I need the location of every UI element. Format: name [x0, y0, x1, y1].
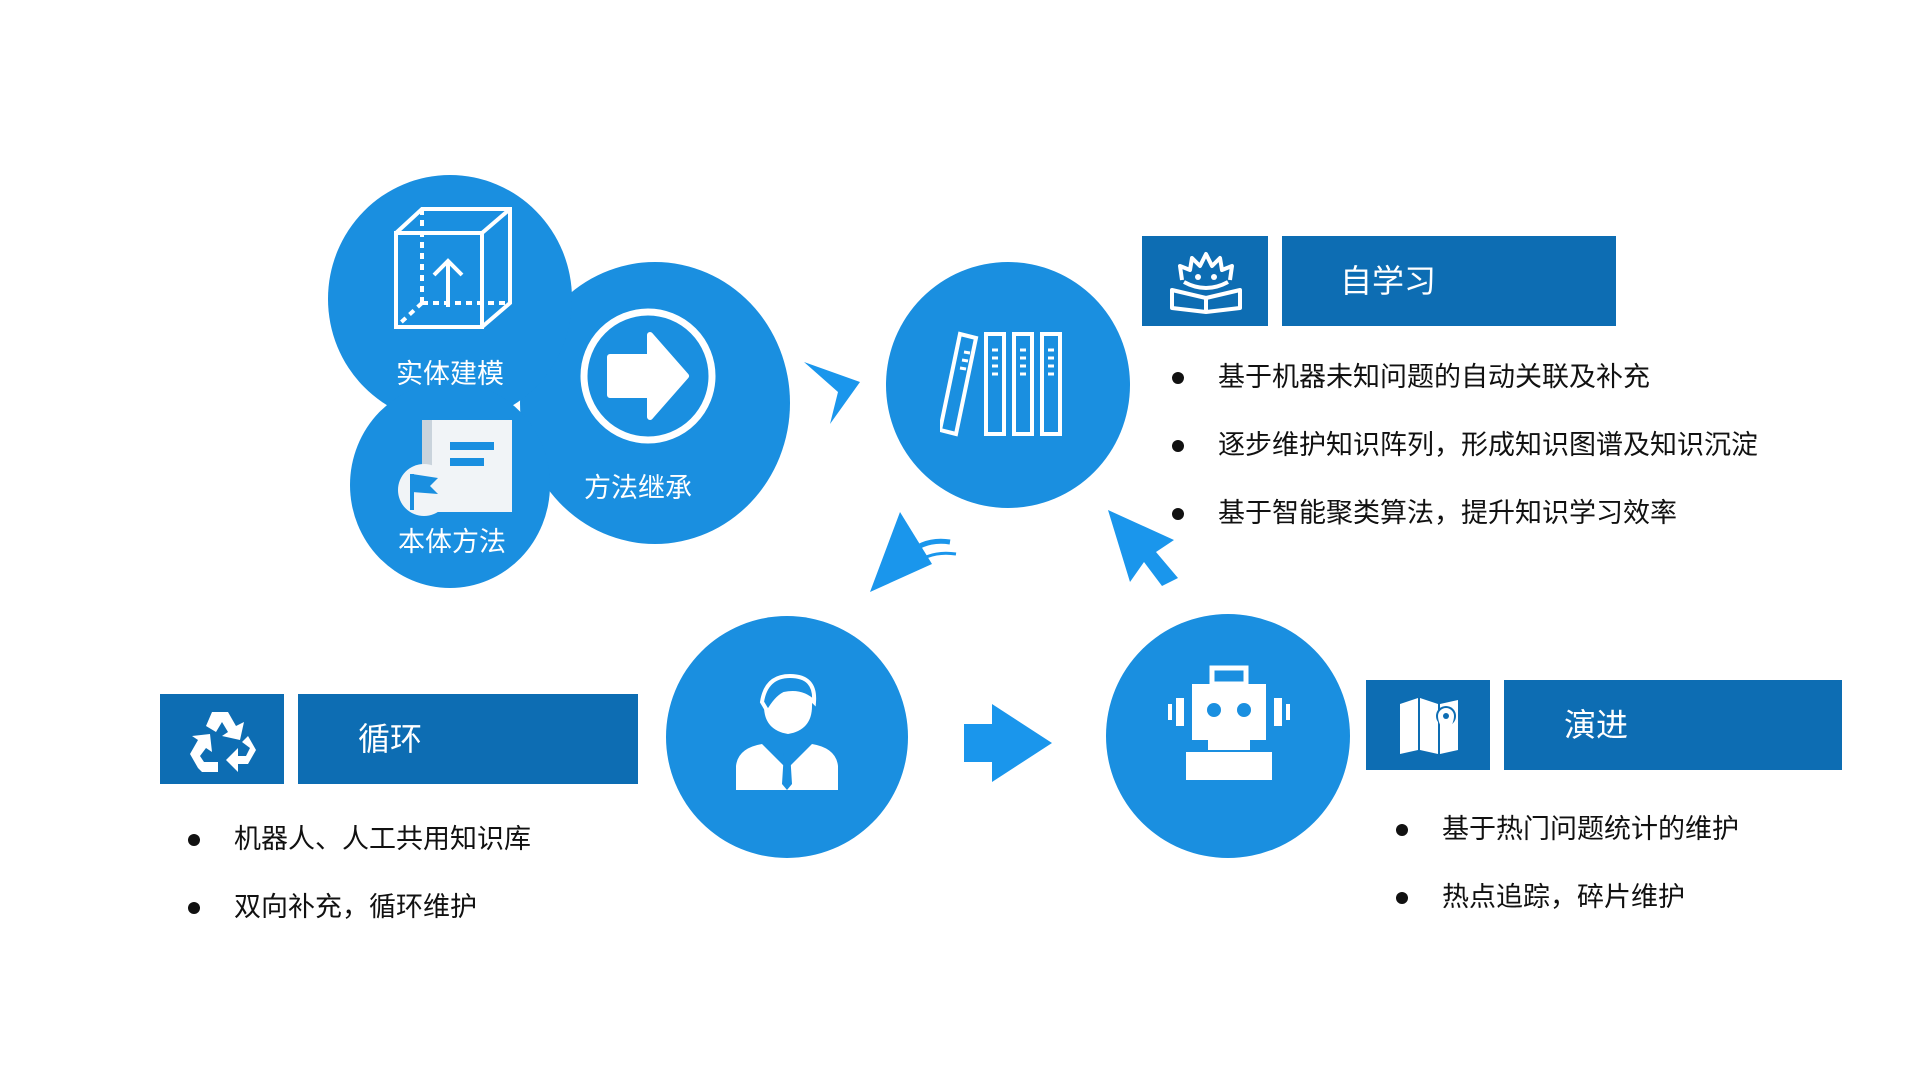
person-suit-icon — [732, 672, 842, 794]
cycle-bullet-1: 机器人、人工共用知识库 — [188, 820, 531, 860]
evolution-bullet-1: 基于热门问题统计的维护 — [1396, 810, 1739, 850]
cycle-icon-box — [160, 694, 298, 784]
cycle-title: 循环 — [358, 720, 423, 758]
self-learning-bullets: 基于机器未知问题的自动关联及补充 逐步维护知识阵列，形成知识图谱及知识沉淀 基于… — [1172, 358, 1758, 534]
evolution-icon-box — [1366, 680, 1504, 770]
self-learning-icon-box — [1142, 236, 1282, 326]
map-pin-icon — [1398, 694, 1460, 756]
arrow-up-left-icon — [1104, 506, 1184, 590]
self-learning-bullet-3: 基于智能聚类算法，提升知识学习效率 — [1172, 494, 1758, 534]
arrow-right-circle-icon — [578, 305, 718, 447]
ontology-method-label: 本体方法 — [398, 527, 506, 558]
arrow-right-icon — [962, 702, 1054, 784]
book-flag-icon — [392, 414, 522, 524]
self-learning-title: 自学习 — [1340, 262, 1437, 300]
chevron-arrow-icon — [800, 358, 870, 428]
robot-icon — [1168, 664, 1290, 784]
cycle-bullet-2: 双向补充，循环维护 — [188, 888, 531, 928]
arrow-down-left-icon — [866, 508, 974, 594]
evolution-banner: 演进 — [1366, 680, 1842, 770]
self-learning-circle — [886, 262, 1130, 508]
cycle-circle — [666, 616, 908, 858]
cube-upload-icon — [390, 205, 516, 333]
recycle-icon — [186, 706, 262, 776]
bookshelf-icon — [940, 328, 1076, 440]
evolution-bullets: 基于热门问题统计的维护 热点追踪，碎片维护 — [1396, 810, 1739, 918]
method-inheritance-label: 方法继承 — [584, 473, 692, 504]
evolution-title: 演进 — [1564, 706, 1629, 744]
self-learning-bullet-1: 基于机器未知问题的自动关联及补充 — [1172, 358, 1758, 398]
reading-mascot-icon — [1168, 250, 1244, 314]
self-learning-bullet-2: 逐步维护知识阵列，形成知识图谱及知识沉淀 — [1172, 426, 1758, 466]
cycle-bullets: 机器人、人工共用知识库 双向补充，循环维护 — [188, 820, 531, 928]
evolution-bullet-2: 热点追踪，碎片维护 — [1396, 878, 1739, 918]
cycle-banner: 循环 — [160, 694, 638, 784]
entity-modeling-label: 实体建模 — [396, 359, 504, 390]
self-learning-banner: 自学习 — [1142, 236, 1616, 326]
